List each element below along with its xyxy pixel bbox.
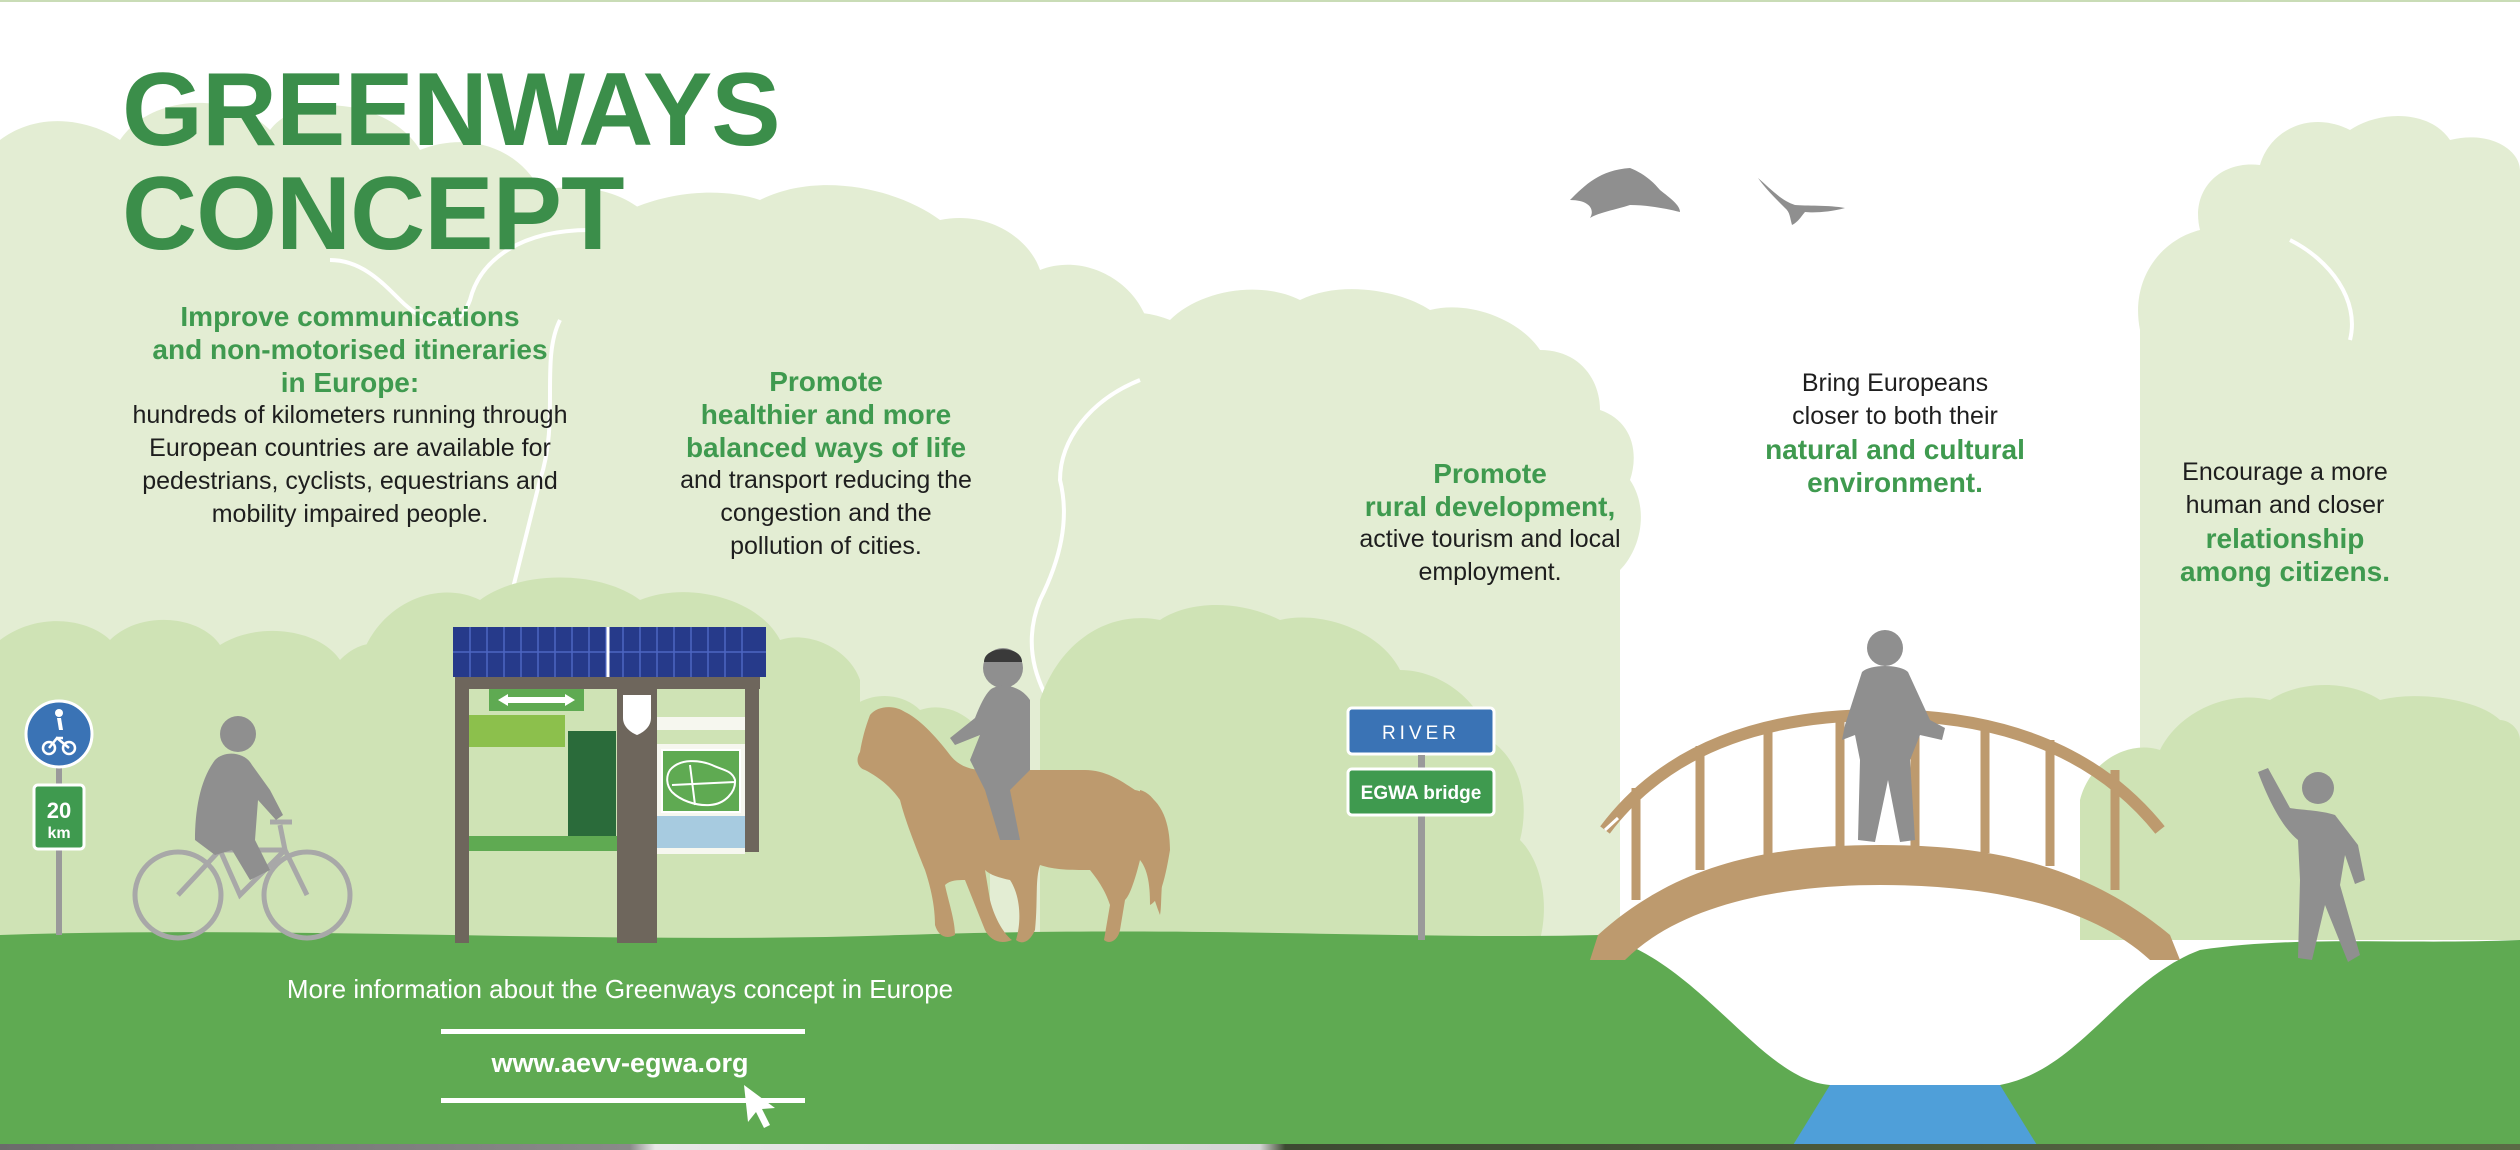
info-board xyxy=(453,627,766,943)
block-body-line: employment. xyxy=(1418,558,1562,586)
block-body-line: and transport reducing the xyxy=(680,466,972,494)
bottom-photo-strip xyxy=(0,1144,2520,1150)
cursor-icon xyxy=(744,1085,775,1128)
block-body-line: pollution of cities. xyxy=(730,532,922,560)
map-icon xyxy=(666,760,737,807)
bird-icon xyxy=(1570,168,1680,218)
block-intro-line: human and closer xyxy=(2185,491,2385,519)
bridge-sign-label: EGWA bridge xyxy=(1361,783,1482,804)
ground xyxy=(0,931,2520,1150)
title-line-1: GREENWAYS xyxy=(122,52,781,168)
bicycle-icon xyxy=(41,736,77,756)
block-highlight-line: environment. xyxy=(1807,467,1983,498)
block-body-line: mobility impaired people. xyxy=(211,500,489,528)
bird-icon xyxy=(1758,178,1845,225)
river xyxy=(1790,1085,2040,1150)
block-highlight-line: Promote xyxy=(769,366,883,397)
block-body-line: European countries are available for xyxy=(149,434,551,462)
url-divider-top xyxy=(441,1029,805,1034)
concept-block-communications: Improve communications and non-motorised… xyxy=(105,300,595,531)
river-sign-label: RIVER xyxy=(1382,723,1460,744)
concept-block-healthier-life: Promote healthier and more balanced ways… xyxy=(640,365,1012,563)
title-line-2: CONCEPT xyxy=(122,156,624,272)
cycle-route-sign: 20 km xyxy=(24,699,94,935)
block-intro-line: Bring Europeans xyxy=(1801,369,1989,397)
block-body-line: congestion and the xyxy=(720,499,932,527)
river-signpost: RIVER EGWA bridge xyxy=(1346,706,1496,940)
horse-rider-figure xyxy=(857,648,1170,943)
block-highlight-line: healthier and more xyxy=(700,399,952,430)
block-highlight-line: Improve communications xyxy=(180,301,520,332)
shield-icon xyxy=(623,695,651,735)
block-highlight-line: and non-motorised itineraries xyxy=(152,334,548,365)
cyclist-figure xyxy=(132,716,353,941)
block-highlight-line: among citizens. xyxy=(2179,556,2391,587)
bird-icons xyxy=(1570,168,1845,225)
url-divider-bottom xyxy=(441,1098,805,1103)
concept-block-citizens: Encourage a more human and closer relati… xyxy=(2140,456,2430,588)
top-border xyxy=(0,0,2520,2)
website-link[interactable]: www.aevv-egwa.org xyxy=(491,1048,749,1078)
block-body-line: pedestrians, cyclists, equestrians and xyxy=(142,467,558,495)
concept-block-rural-development: Promote rural development, active touris… xyxy=(1330,457,1650,589)
distance-unit: km xyxy=(47,825,70,842)
block-body-line: active tourism and local xyxy=(1359,525,1621,553)
block-highlight-line: rural development, xyxy=(1364,491,1616,522)
block-highlight-line: balanced ways of life xyxy=(685,432,967,463)
block-highlight-line: natural and cultural xyxy=(1765,434,2025,465)
block-highlight-line: relationship xyxy=(2205,523,2365,554)
path-lines xyxy=(329,228,2354,722)
block-intro-line: closer to both their xyxy=(1792,402,1998,430)
distance-value: 20 xyxy=(47,798,71,823)
block-highlight-line: in Europe: xyxy=(280,367,420,398)
concept-block-natural-cultural: Bring Europeans closer to both their nat… xyxy=(1735,367,2055,499)
pedestrian-on-bridge xyxy=(1842,630,1945,842)
walker-icon xyxy=(55,709,63,717)
block-body-line: hundreds of kilometers running through xyxy=(132,401,568,429)
page-title: GREENWAYS CONCEPT xyxy=(122,52,781,272)
waving-person xyxy=(2258,768,2365,962)
block-intro-line: Encourage a more xyxy=(2182,458,2388,486)
more-info-text: More information about the Greenways con… xyxy=(286,974,954,1004)
block-highlight-line: Promote xyxy=(1433,458,1547,489)
